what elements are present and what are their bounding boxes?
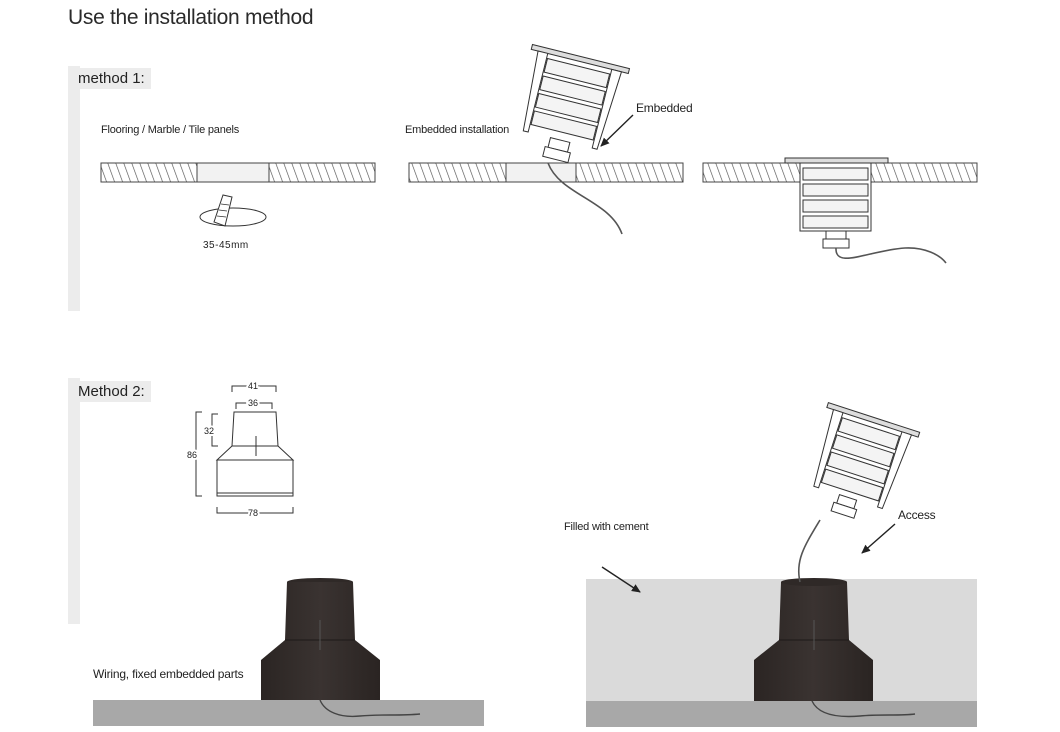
embedded-part-right [754, 578, 916, 718]
dim-neck-height: 32 [204, 426, 214, 436]
dim-total-height: 86 [187, 450, 197, 460]
page-title: Use the installation method [68, 6, 314, 29]
lamp-installed-icon [784, 157, 947, 264]
lamp-tilted-icon [522, 43, 631, 164]
cement-caption: Filled with cement [564, 521, 649, 533]
access-cable [797, 519, 821, 583]
access-caption: Access [898, 508, 936, 522]
dim-top-outer: 41 [248, 381, 258, 391]
method2-side-bar [68, 378, 80, 624]
drill-bit-icon [199, 194, 267, 227]
dimension-drawing [195, 385, 295, 514]
floor-panel-inserting [408, 162, 684, 183]
floor-panel-drilling [100, 162, 376, 183]
method1-side-bar [68, 66, 80, 311]
embedded-arrow [600, 114, 634, 147]
access-arrow [861, 523, 896, 554]
lamp-access-icon [813, 402, 921, 519]
embedded-installation-caption: Embedded installation [405, 124, 510, 136]
dim-top-inner: 36 [248, 398, 258, 408]
lamp-cable [547, 162, 623, 235]
hole-size-label: 35-45mm [203, 240, 249, 251]
dim-base-width: 78 [248, 508, 258, 518]
method2-label: Method 2: [68, 381, 151, 402]
flooring-caption: Flooring / Marble / Tile panels [101, 124, 240, 136]
method1-label: method 1: [68, 68, 151, 89]
cement-arrow [601, 566, 641, 593]
embedded-caption: Embedded [636, 101, 693, 115]
wiring-caption: Wiring, fixed embedded parts [93, 667, 244, 681]
embedded-part-left [93, 578, 484, 726]
